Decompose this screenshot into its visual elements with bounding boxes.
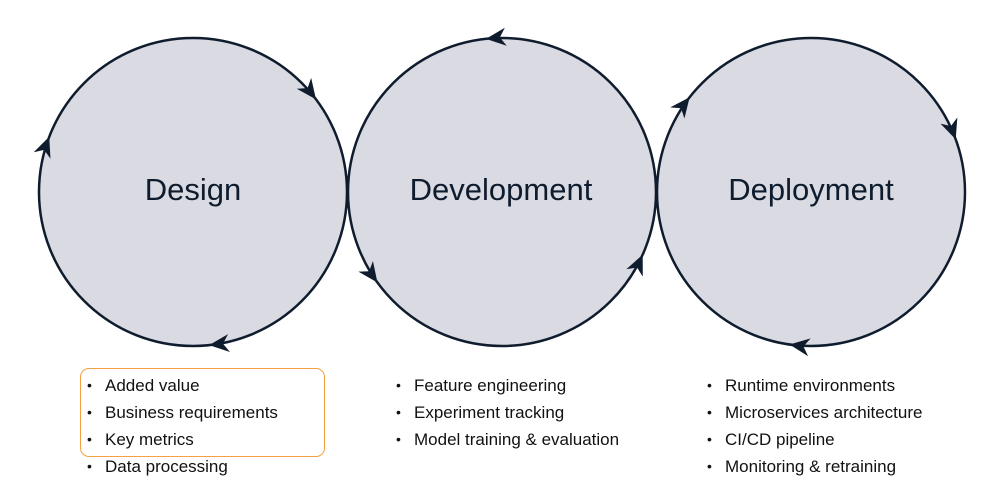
list-item: Added value <box>87 372 278 399</box>
list-item: CI/CD pipeline <box>707 426 922 453</box>
arrowhead-icon <box>296 77 316 100</box>
phase-label-development: Development <box>409 172 593 207</box>
list-item: Data processing <box>87 453 278 480</box>
arrowhead-icon <box>789 338 811 357</box>
list-item: Model training & evaluation <box>396 426 619 453</box>
phase-circle-deployment <box>655 36 967 348</box>
phase-label-deployment: Deployment <box>728 172 894 207</box>
arrowhead-icon <box>485 27 507 46</box>
phase-label-design: Design <box>144 172 242 207</box>
arrowhead-icon <box>940 117 958 140</box>
arrowhead-icon <box>33 136 51 159</box>
list-item: Key metrics <box>87 426 278 453</box>
arrowhead-icon <box>626 254 643 277</box>
list-item: Microservices architecture <box>707 399 922 426</box>
list-item: Monitoring & retraining <box>707 453 922 480</box>
design-list: Added value Business requirements Key me… <box>87 372 278 480</box>
list-item: Feature engineering <box>396 372 619 399</box>
deployment-list: Runtime environments Microservices archi… <box>707 372 922 480</box>
list-item: Runtime environments <box>707 372 922 399</box>
arrowhead-icon <box>209 334 230 353</box>
list-item: Experiment tracking <box>396 399 619 426</box>
arrowhead-icon <box>358 261 378 283</box>
list-item: Business requirements <box>87 399 278 426</box>
arrowhead-icon <box>670 97 690 119</box>
development-list: Feature engineering Experiment tracking … <box>396 372 619 453</box>
